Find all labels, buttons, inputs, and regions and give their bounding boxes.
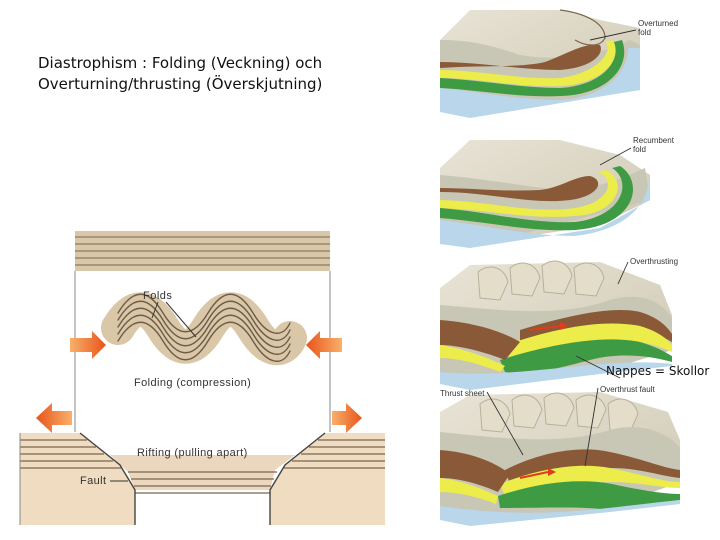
page-title: Diastrophism : Folding (Veckning) och Ov… — [38, 53, 322, 95]
overturned-fold-label-1: Overturned — [638, 19, 678, 28]
compression-arrow-left — [70, 331, 106, 359]
folds-label: Folds — [143, 290, 172, 302]
title-line-2: Overturning/thrusting (Överskjutning) — [38, 75, 323, 93]
recumbent-fold-label-1: Recumbent — [633, 136, 675, 145]
block-recumbent-fold — [440, 140, 650, 248]
folds-leader-lines — [151, 301, 197, 338]
folding-label: Folding (compression) — [134, 377, 251, 389]
fold-types-diagram: Overturned fold Recumbent fold — [437, 0, 689, 535]
title-line-1: Diastrophism : Folding (Veckning) och — [38, 54, 323, 72]
rifting-arrow-left — [36, 403, 72, 433]
block-overthrust-fault — [440, 392, 680, 526]
compression-arrow-right — [306, 331, 342, 359]
folded-strata — [101, 292, 307, 366]
top-strata — [75, 231, 330, 271]
folding-rifting-diagram: Folds Folding (compression) — [19, 231, 385, 525]
overturned-fold-label-2: fold — [638, 28, 651, 37]
recumbent-fold-label-2: fold — [633, 145, 646, 154]
fault-label: Fault — [80, 475, 106, 487]
leader-lines — [486, 29, 637, 467]
rifting-label: Rifting (pulling apart) — [137, 447, 248, 459]
rifting-arrow-right — [332, 403, 362, 433]
rift-block — [19, 432, 385, 525]
block-overturned-fold — [440, 9, 640, 118]
nappes-label: Nappes = Skollor — [606, 364, 710, 378]
overthrust-fault-label: Overthrust fault — [600, 385, 655, 394]
block-overthrusting — [440, 260, 672, 390]
thrust-sheet-label: Thrust sheet — [440, 389, 485, 398]
overthrusting-label: Overthrusting — [630, 257, 678, 266]
